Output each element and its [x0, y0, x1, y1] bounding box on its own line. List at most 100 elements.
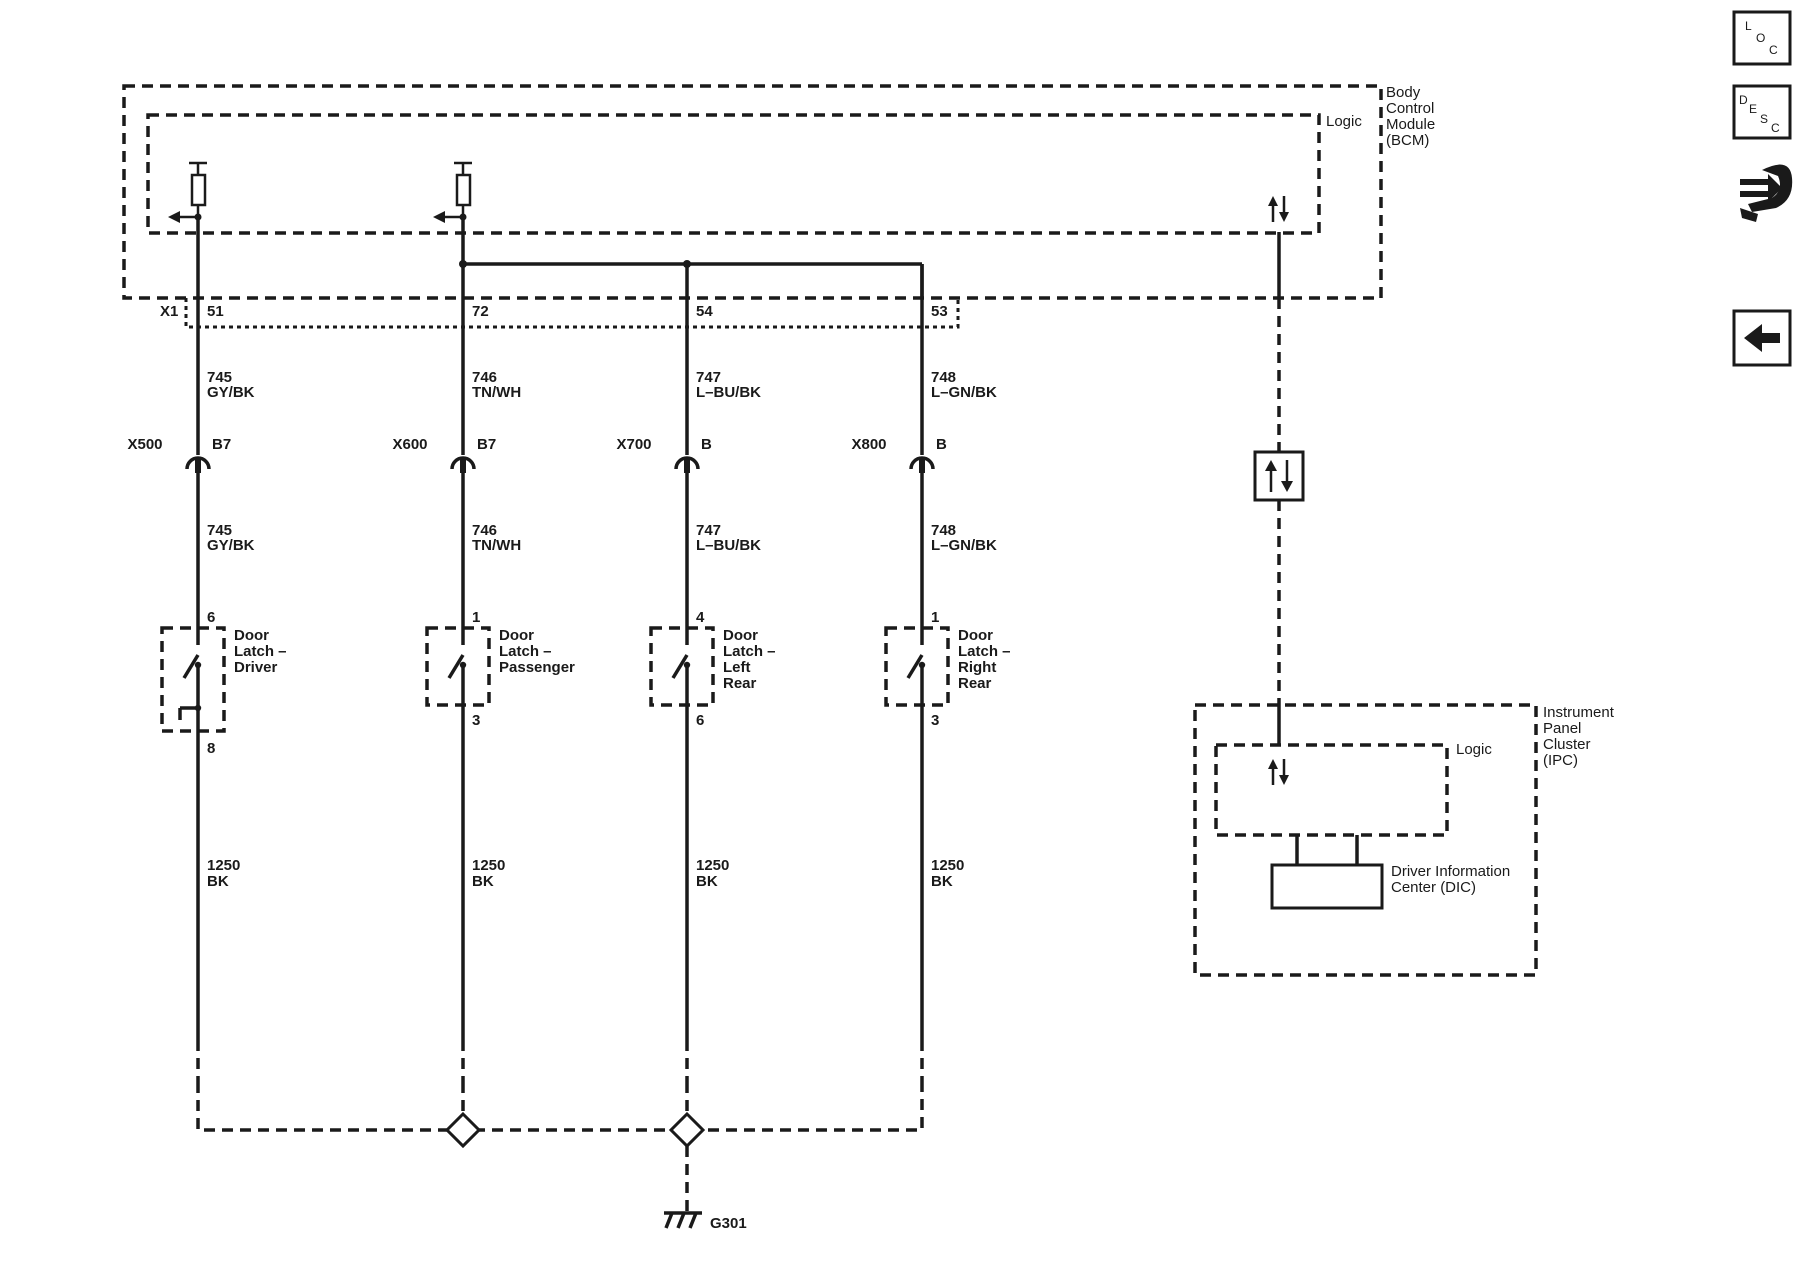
inline-connector-pin-label: B: [701, 436, 712, 453]
inline-connector-pin: [460, 459, 466, 473]
switch-pin-label: 4: [696, 609, 705, 626]
wire-number: 747: [696, 522, 721, 539]
circuit-745: [160, 217, 226, 1082]
switch-pin-label: 3: [931, 712, 939, 729]
ipc-name-line: Panel: [1543, 720, 1581, 737]
wire-number: 747: [696, 369, 721, 386]
ground-wire-number: 1250: [207, 857, 240, 874]
component-label-line: Left: [723, 659, 751, 676]
bcm-input-driver: [168, 161, 207, 223]
description-button[interactable]: D E S C: [1732, 84, 1792, 140]
ground-splice-diamond: [444, 1111, 482, 1149]
inline-connector-pin: [684, 459, 690, 473]
component-label-line: Passenger: [499, 659, 575, 676]
switch-node: [683, 661, 691, 669]
bcm-connector-label: X1: [160, 303, 178, 320]
dic-box: [1270, 863, 1384, 910]
ipc-name-line: Instrument: [1543, 704, 1615, 721]
wire-number: 746: [472, 369, 497, 386]
ground-wire-number: 1250: [696, 857, 729, 874]
ground-splice-diamond: [668, 1111, 706, 1149]
ground-bus: [196, 1082, 924, 1132]
wire-color: GY/BK: [207, 537, 255, 554]
inline-connector-pin-label: B: [936, 436, 947, 453]
wire-number: 745: [207, 369, 232, 386]
switch-blade: [447, 654, 465, 679]
component-label-line: Latch –: [499, 643, 552, 660]
component-label-line: Door: [958, 627, 993, 644]
switch-blade: [182, 654, 200, 679]
wire-number: 748: [931, 522, 956, 539]
wire-number: 748: [931, 369, 956, 386]
dic-label-line: Center (DIC): [1391, 879, 1476, 896]
door-latch-switch-outline: [884, 626, 950, 707]
switch-pin-label: 1: [931, 609, 939, 626]
ground-wire-number: 1250: [931, 857, 964, 874]
wire-color: L–BU/BK: [696, 384, 761, 401]
ipc-logic-outline: [1214, 743, 1449, 837]
switch-blade: [671, 654, 689, 679]
dic-label-line: Driver Information: [1391, 863, 1510, 880]
description-icon-letter: S: [1760, 112, 1768, 126]
bcm-name-line: (BCM): [1386, 132, 1429, 149]
inline-connector-icon: [450, 456, 476, 470]
ground-wire-number: 1250: [472, 857, 505, 874]
inline-connector-icon: [909, 456, 935, 470]
component-label-line: Driver: [234, 659, 278, 676]
description-icon-letter: D: [1739, 93, 1748, 107]
back-button[interactable]: [1732, 309, 1792, 367]
ground-icon: [664, 1211, 702, 1229]
bcm-name-line: Body: [1386, 84, 1421, 101]
serial-data-network-icon: [1253, 450, 1305, 502]
ground-wire-color: BK: [696, 873, 718, 890]
door-latch-switch-outline: [160, 626, 226, 733]
component-label-line: Rear: [723, 675, 757, 692]
circuit-747: [649, 264, 715, 1082]
ipc-name-line: (IPC): [1543, 752, 1578, 769]
switch-node: [194, 661, 202, 669]
component-label-line: Latch –: [958, 643, 1011, 660]
bcm-connector-outline: [184, 298, 960, 329]
wire-number: 745: [207, 522, 232, 539]
inline-connector-pin: [919, 459, 925, 473]
ground-wire-color: BK: [472, 873, 494, 890]
component-label-line: Door: [234, 627, 269, 644]
switch-blade: [906, 654, 924, 679]
bcm-name-line: Control: [1386, 100, 1434, 117]
location-button[interactable]: L O C: [1732, 10, 1792, 66]
bcm-logic-outline: [146, 113, 1321, 235]
description-icon-letter: E: [1749, 102, 1757, 116]
bcm-pin-label: 54: [696, 303, 713, 320]
door-latch-switch-outline: [649, 626, 715, 707]
wire-color: GY/BK: [207, 384, 255, 401]
switch-pin-label: 6: [207, 609, 215, 626]
wire-color: L–GN/BK: [931, 537, 997, 554]
ipc-serial-data-icon: [1268, 759, 1289, 785]
component-label-line: Door: [499, 627, 534, 644]
ground-label: G301: [710, 1215, 747, 1232]
switch-node: [459, 661, 467, 669]
inline-connector-pin-label: B7: [477, 436, 496, 453]
wire-color: L–BU/BK: [696, 537, 761, 554]
bcm-input-passenger: [433, 161, 472, 223]
bcm-logic-label: Logic: [1326, 113, 1362, 130]
wire-number: 746: [472, 522, 497, 539]
inline-connector-pin-label: B7: [212, 436, 231, 453]
ground-wire-color: BK: [931, 873, 953, 890]
circuit-746: [425, 217, 491, 1082]
diagnostic-tools-icon[interactable]: [1740, 164, 1793, 222]
switch-pin-label: 6: [696, 712, 704, 729]
circuit-748: [884, 264, 950, 1082]
switch-node: [918, 661, 926, 669]
component-label-line: Door: [723, 627, 758, 644]
location-icon: [1732, 10, 1792, 66]
description-icon-letter: C: [1771, 121, 1780, 135]
switch-pin-label: 3: [472, 712, 480, 729]
wire-color: TN/WH: [472, 537, 521, 554]
ipc-outline: [1193, 703, 1538, 977]
ipc-logic-label: Logic: [1456, 741, 1492, 758]
inline-connector-label: X800: [851, 436, 886, 453]
